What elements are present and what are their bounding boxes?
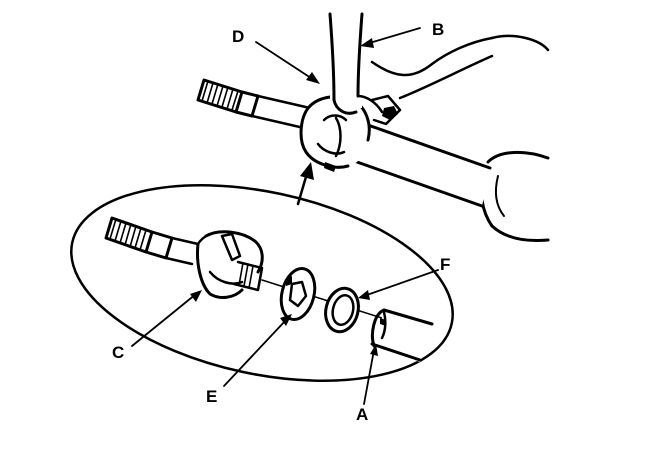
callout-label-b: B xyxy=(432,20,444,39)
rack-end-a xyxy=(370,308,434,362)
threaded-stud-c xyxy=(104,216,200,266)
tie-rod-shaft xyxy=(338,116,492,208)
lock-washer-e xyxy=(279,266,317,322)
callout-leaders xyxy=(131,27,439,405)
inset-ball-joint-housing xyxy=(196,230,264,299)
callout-label-e: E xyxy=(206,387,217,406)
callout-label-c: C xyxy=(112,343,124,362)
exploded-view-inset xyxy=(70,184,454,382)
callout-label-a: A xyxy=(356,405,368,424)
upper-threaded-stud xyxy=(196,78,312,130)
stop-washer-f xyxy=(324,286,360,334)
callout-label-f: F xyxy=(440,255,450,274)
axis-line xyxy=(261,279,383,319)
upper-assembly xyxy=(196,12,550,242)
callout-label-d: D xyxy=(232,27,244,46)
wrench-b xyxy=(328,12,402,126)
